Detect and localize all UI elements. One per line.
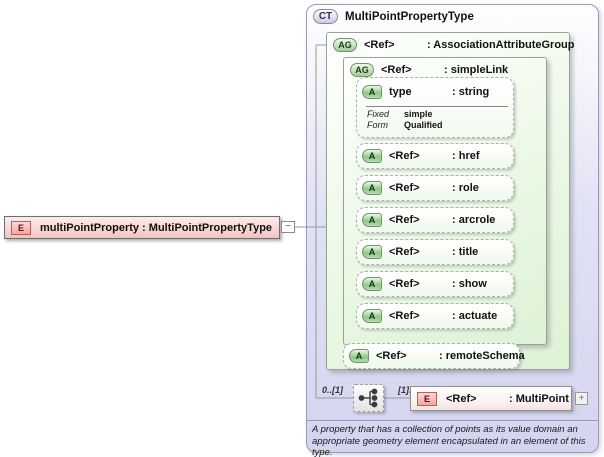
attribute-row-type: A type : string <box>357 78 513 105</box>
ref-label: <Ref> <box>381 64 412 76</box>
attribute-icon: A <box>362 245 382 259</box>
attribute-name: : role <box>452 182 479 194</box>
facet-row-fixed: Fixed simple <box>367 109 443 120</box>
expand-button[interactable]: + <box>575 392 588 405</box>
attribute-name: : title <box>452 246 479 258</box>
annotation-divider <box>307 420 598 421</box>
attribute-icon: A <box>349 349 369 363</box>
facet-label: Form <box>367 120 388 130</box>
facet-label: Fixed <box>367 109 390 119</box>
complex-type-title: MultiPointPropertyType <box>345 10 474 23</box>
attribute-name: type <box>389 85 412 98</box>
ref-label: <Ref> <box>446 392 477 405</box>
attribute-datatype: : string <box>452 85 490 98</box>
ref-label: <Ref> <box>389 214 420 226</box>
element-name: : MultiPoint <box>509 392 569 405</box>
attribute-group-header: AG <Ref> : simpleLink <box>344 58 546 82</box>
ref-label: <Ref> <box>389 246 420 258</box>
attribute-group-icon: AG <box>333 38 357 52</box>
complex-type-icon: CT <box>313 9 338 24</box>
attribute-name: : href <box>452 150 480 162</box>
element-multipointproperty[interactable]: E multiPointProperty : MultiPointPropert… <box>4 216 280 239</box>
attribute-type-with-facets[interactable]: A type : string Fixed simple Form Qualif… <box>356 77 514 138</box>
element-label: multiPointProperty : MultiPointPropertyT… <box>40 221 273 234</box>
ref-label: <Ref> <box>389 150 420 162</box>
annotation-text: A property that has a collection of poin… <box>312 424 586 457</box>
ref-label: <Ref> <box>389 278 420 290</box>
attribute-row-remoteschema[interactable]: A <Ref> : remoteSchema <box>343 343 525 369</box>
facet-divider <box>366 106 508 107</box>
ref-label: <Ref> <box>389 182 420 194</box>
facet-value: simple <box>404 109 433 119</box>
ref-label: <Ref> <box>376 350 407 362</box>
attribute-icon: A <box>362 213 382 227</box>
occurrence-label-left: 0..[1] <box>322 385 344 395</box>
attribute-row-role[interactable]: A <Ref> : role <box>356 175 514 201</box>
attribute-row-show[interactable]: A <Ref> : show <box>356 271 514 297</box>
attribute-row-actuate[interactable]: A <Ref> : actuate <box>356 303 514 329</box>
complex-type-header: CT MultiPointPropertyType <box>313 9 474 24</box>
attribute-icon: A <box>362 84 382 99</box>
group-name: : simpleLink <box>444 64 509 76</box>
attribute-icon: A <box>362 309 382 323</box>
collapse-toggle[interactable]: − <box>281 221 295 233</box>
attribute-name: : arcrole <box>452 214 496 226</box>
facet-value: Qualified <box>404 120 443 130</box>
attribute-icon: A <box>362 149 382 163</box>
ref-label: <Ref> <box>389 310 420 322</box>
element-icon: E <box>417 391 437 406</box>
attribute-row-arcrole[interactable]: A <Ref> : arcrole <box>356 207 514 233</box>
ref-label: <Ref> <box>364 39 395 51</box>
attribute-icon: A <box>362 181 382 195</box>
facet-table: Fixed simple Form Qualified <box>367 109 443 131</box>
choice-compositor[interactable] <box>353 384 384 412</box>
attribute-name: : actuate <box>452 310 498 322</box>
attribute-group-header: AG <Ref> : AssociationAttributeGroup <box>327 33 574 57</box>
attribute-row-href[interactable]: A <Ref> : href <box>356 143 514 169</box>
element-icon: E <box>11 220 31 235</box>
attribute-group-icon: AG <box>350 63 374 77</box>
group-name: : AssociationAttributeGroup <box>427 39 575 51</box>
facet-row-form: Form Qualified <box>367 120 443 131</box>
attribute-name: : remoteSchema <box>439 350 525 362</box>
attribute-name: : show <box>452 278 487 290</box>
attribute-icon: A <box>362 277 382 291</box>
attribute-row-title[interactable]: A <Ref> : title <box>356 239 514 265</box>
choice-icon <box>358 388 378 408</box>
element-multipoint[interactable]: E <Ref> : MultiPoint <box>410 386 572 411</box>
